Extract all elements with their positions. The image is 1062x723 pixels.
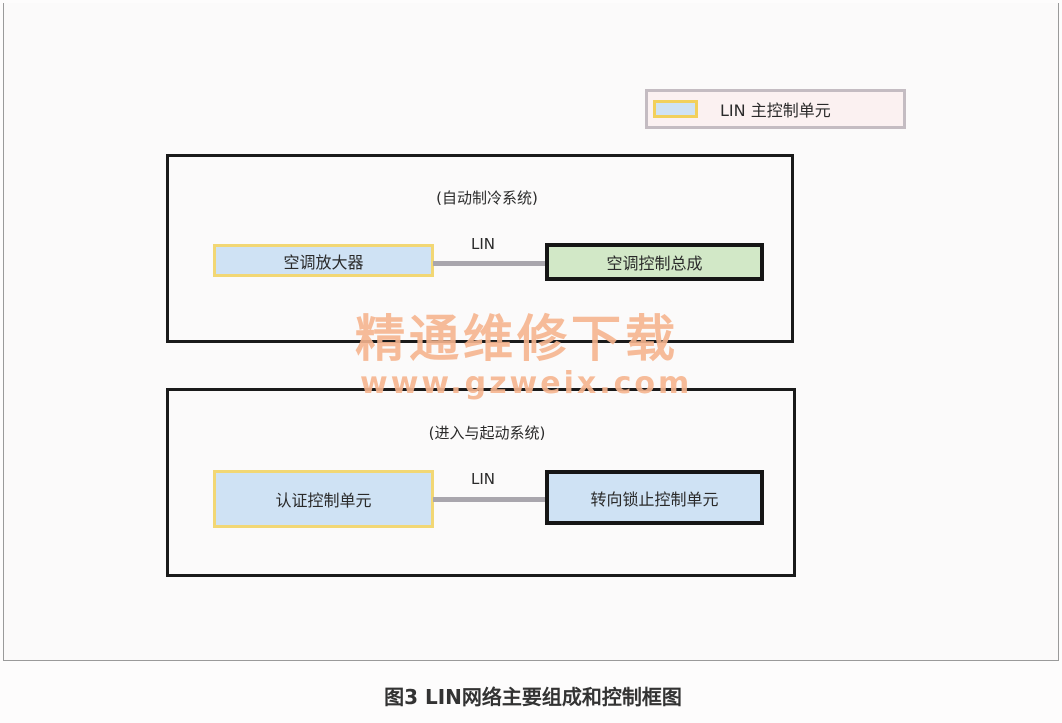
watermark-url: www.gzweix.com [360,366,693,401]
lin-bus-line [433,497,546,502]
node-ac-control-assembly: 空调控制总成 [545,243,764,281]
system-auto-cooling [166,154,794,343]
system-title: (自动制冷系统) [436,189,538,207]
node-auth-control-unit: 认证控制单元 [213,470,434,528]
legend-master-swatch [653,100,698,118]
legend-label: LIN 主控制单元 [720,101,831,120]
legend: LIN 主控制单元 [645,89,906,129]
system-entry-start [166,388,796,577]
lin-bus-line [433,261,546,266]
node-ac-amplifier: 空调放大器 [213,244,434,277]
watermark-title: 精通维修下载 [355,310,679,368]
lin-label: LIN [470,470,495,488]
node-steering-lock-control-unit: 转向锁止控制单元 [545,470,764,525]
lin-label: LIN [470,235,495,253]
figure-caption: 图3 LIN网络主要组成和控制框图 [384,685,682,709]
system-title: (进入与起动系统) [428,424,546,442]
